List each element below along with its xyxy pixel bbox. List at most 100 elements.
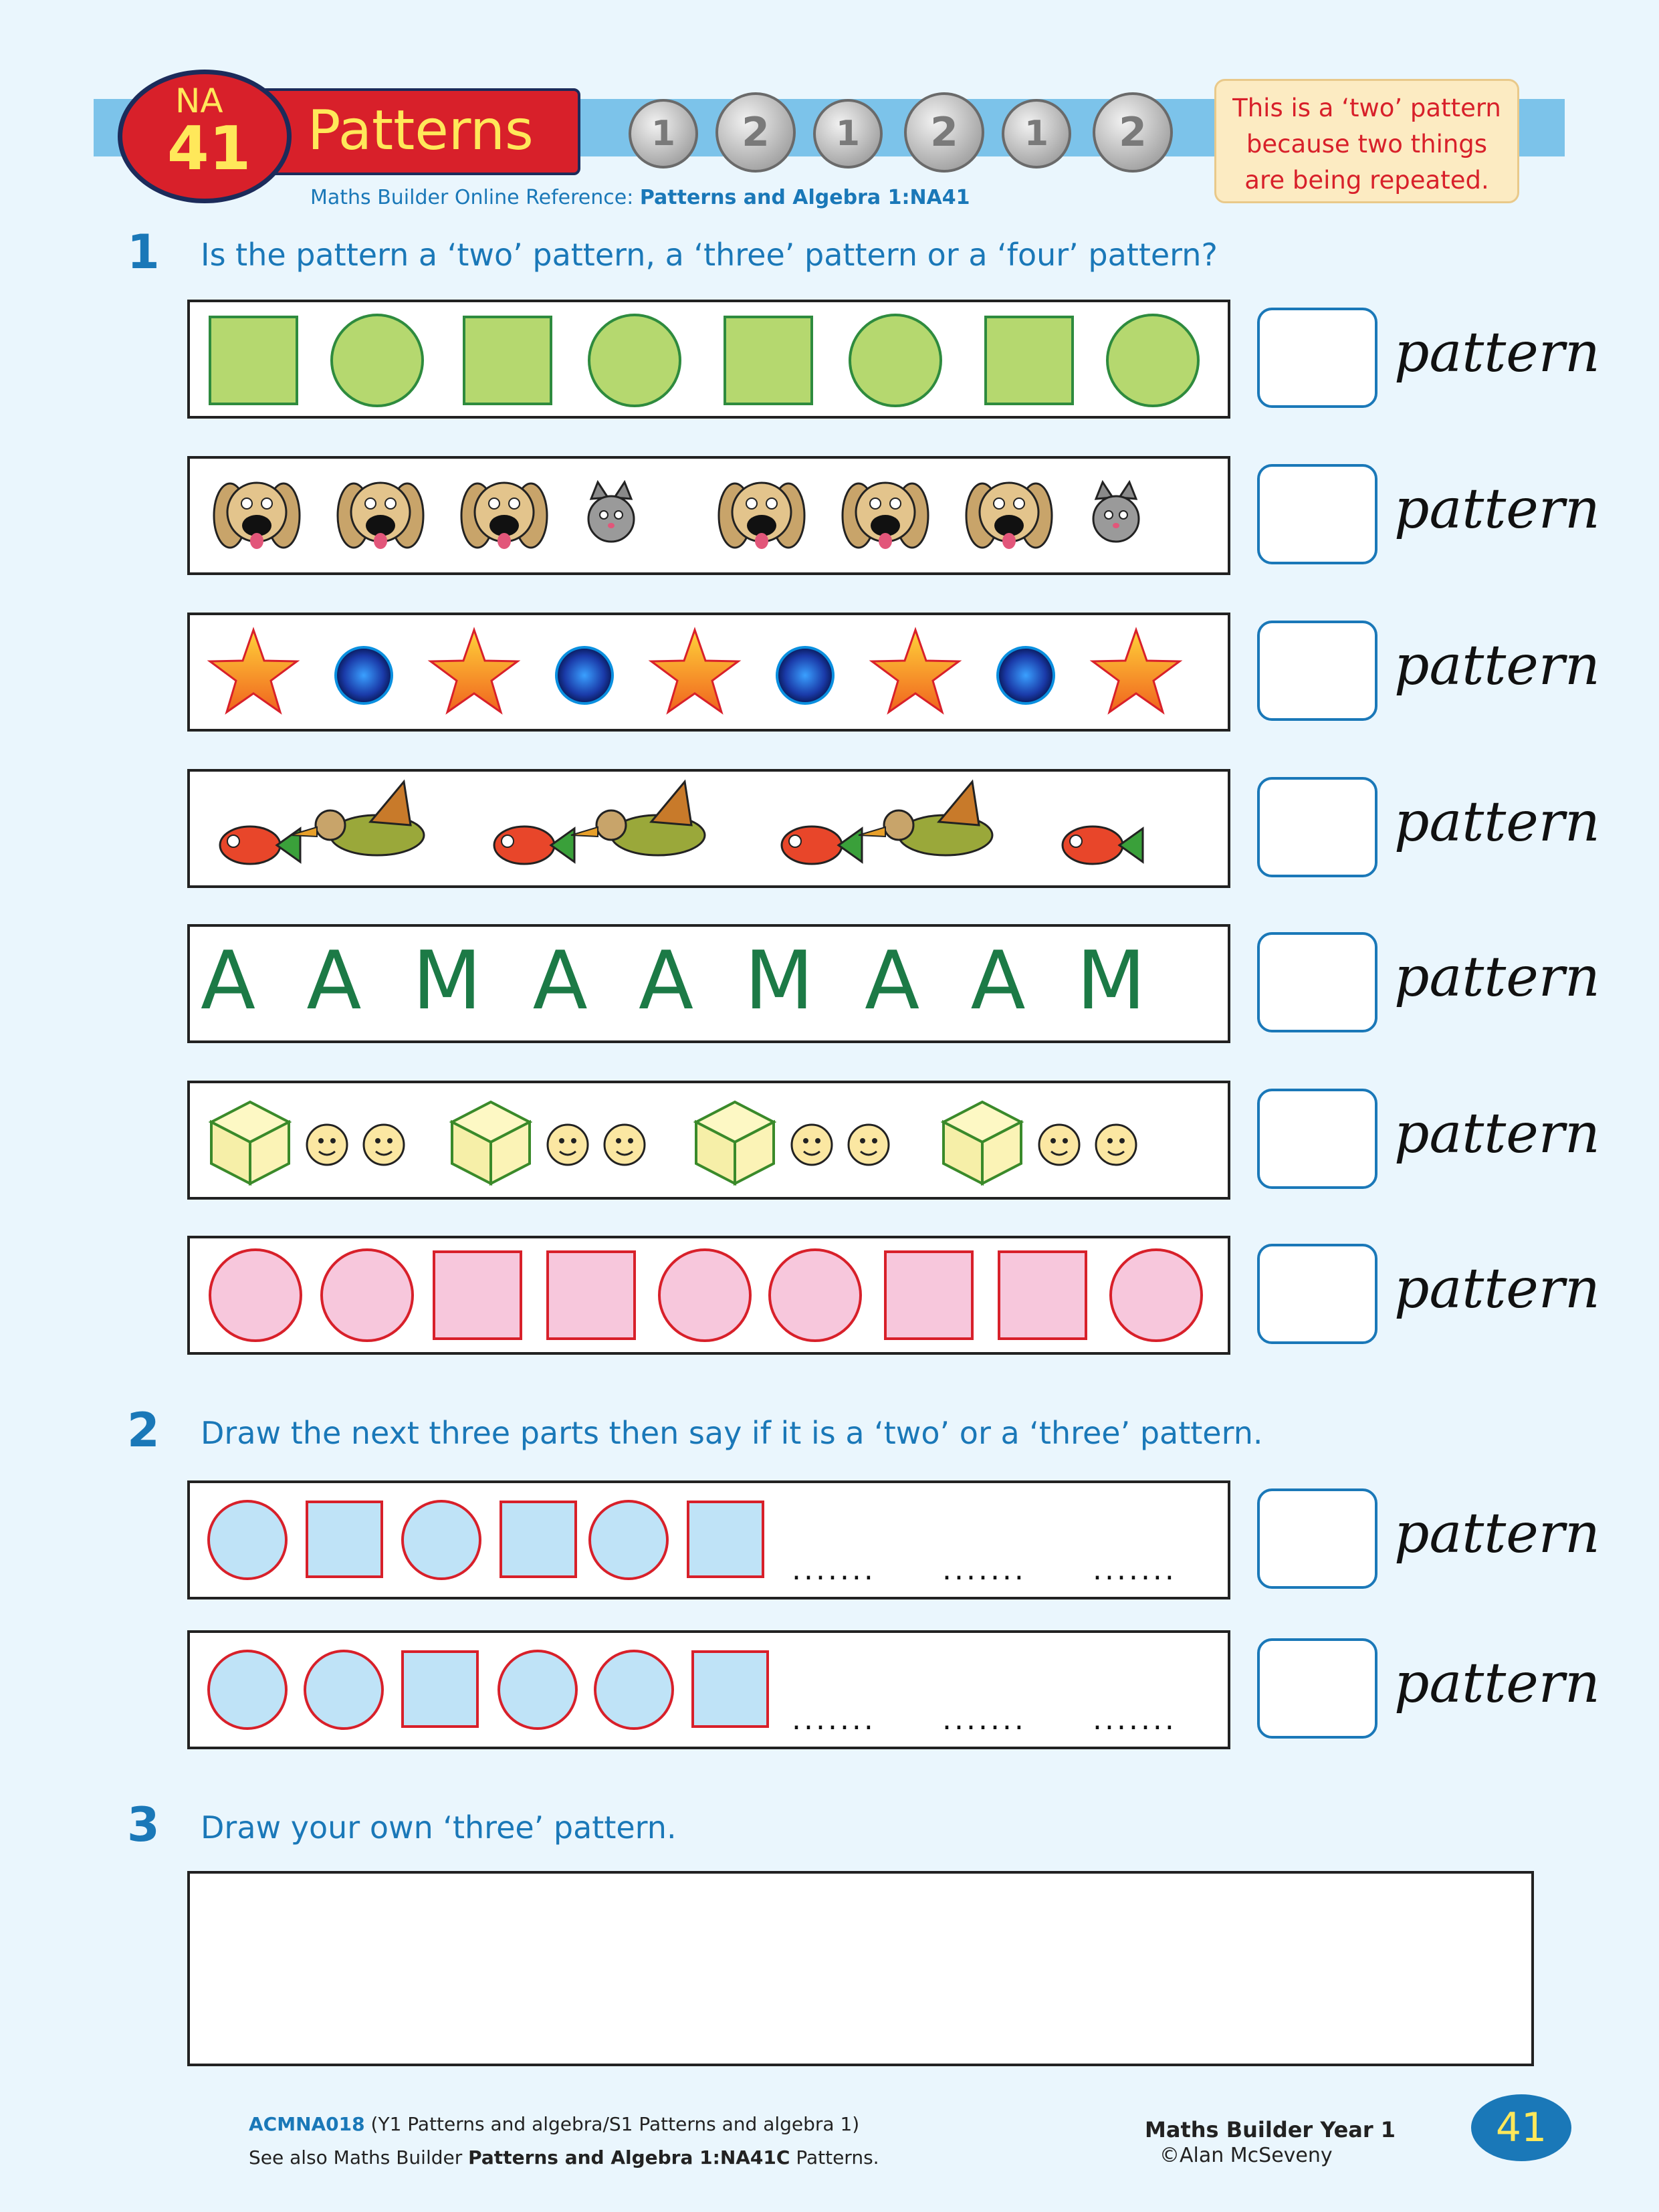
- blue-circle: [594, 1650, 674, 1730]
- own-pattern-area[interactable]: [187, 1871, 1534, 2066]
- dog-icon: [717, 481, 806, 549]
- cat-icon: [1092, 479, 1140, 543]
- bird-icon: [290, 779, 425, 857]
- green-circle: [849, 314, 942, 407]
- pink-square: [998, 1250, 1087, 1340]
- question-text: Draw the next three parts then say if it…: [201, 1415, 1263, 1451]
- lesson-badge: [118, 70, 292, 203]
- pattern-label: pattern: [1394, 1502, 1600, 1565]
- letter-pattern: A A M A A M A A M: [201, 935, 1146, 1028]
- fish-icon: [1061, 825, 1144, 865]
- answer-box-7[interactable]: [1257, 1244, 1377, 1344]
- fish-icon: [219, 825, 302, 865]
- pattern-label: pattern: [1394, 634, 1600, 697]
- cube-icon: [208, 1100, 292, 1186]
- answer-box-2[interactable]: [1257, 464, 1377, 564]
- coin-two-icon: 2: [1093, 92, 1173, 173]
- see-also-ref: Patterns and Algebra 1:NA41C: [468, 2146, 790, 2169]
- answer-box-1[interactable]: [1257, 308, 1377, 408]
- dog-icon: [841, 481, 929, 549]
- blank-dots: .......: [1093, 1702, 1177, 1737]
- coin-one-icon: 1: [1002, 99, 1071, 169]
- pattern-row-2: [187, 456, 1230, 575]
- cube-icon: [693, 1100, 777, 1186]
- copyright: ©Alan McSeveny: [1159, 2144, 1333, 2167]
- blue-ball-icon: [334, 646, 393, 705]
- blue-square: [691, 1650, 769, 1728]
- pattern-row-3: [187, 613, 1230, 732]
- green-square: [984, 316, 1074, 405]
- pattern-label: pattern: [1394, 1257, 1600, 1321]
- curriculum-code: ACMNA018 (Y1 Patterns and algebra/S1 Pat…: [249, 2113, 859, 2135]
- green-square: [209, 316, 298, 405]
- see-also-suffix: Patterns.: [790, 2146, 879, 2169]
- pink-square: [884, 1250, 974, 1340]
- online-reference: Maths Builder Online Reference: Patterns…: [310, 186, 970, 209]
- question-text: Is the pattern a ‘two’ pattern, a ‘three…: [201, 237, 1218, 273]
- answer-box-8[interactable]: [1257, 1488, 1377, 1589]
- blue-circle: [304, 1650, 384, 1730]
- face-icon: [847, 1123, 890, 1166]
- question-text: Draw your own ‘three’ pattern.: [201, 1809, 677, 1846]
- blank-dots: .......: [942, 1702, 1026, 1737]
- pattern-label: pattern: [1394, 1652, 1600, 1715]
- blue-circle: [207, 1500, 288, 1580]
- see-also-prefix: See also Maths Builder: [249, 2146, 469, 2169]
- pink-circle: [768, 1248, 862, 1342]
- coin-two-icon: 2: [904, 92, 984, 173]
- curriculum-id: ACMNA018: [249, 2113, 365, 2135]
- pink-circle: [209, 1248, 302, 1342]
- answer-box-3[interactable]: [1257, 621, 1377, 721]
- blue-circle: [207, 1650, 288, 1730]
- answer-box-9[interactable]: [1257, 1638, 1377, 1739]
- pattern-label: pattern: [1394, 1102, 1600, 1166]
- blank-dots: .......: [1093, 1553, 1177, 1587]
- reference-link: Patterns and Algebra 1:NA41: [639, 186, 970, 209]
- draw-row-2[interactable]: ....... ....... .......: [187, 1630, 1230, 1749]
- answer-box-5[interactable]: [1257, 932, 1377, 1032]
- explanation-note: This is a ‘two’ pattern because two thin…: [1214, 79, 1519, 203]
- question-number: 1: [127, 225, 160, 280]
- blank-dots: .......: [942, 1553, 1026, 1587]
- dog-icon: [336, 481, 425, 549]
- pattern-label: pattern: [1394, 790, 1600, 854]
- face-icon: [362, 1123, 405, 1166]
- fish-icon: [780, 825, 863, 865]
- green-circle: [588, 314, 681, 407]
- draw-row-1[interactable]: ....... ....... .......: [187, 1480, 1230, 1599]
- pink-circle: [1109, 1248, 1203, 1342]
- blue-ball-icon: [555, 646, 614, 705]
- page-number: 41: [1471, 2094, 1571, 2161]
- question-number: 2: [127, 1403, 160, 1458]
- star-icon: [648, 627, 742, 715]
- answer-box-4[interactable]: [1257, 777, 1377, 877]
- pattern-row-5: [187, 924, 1230, 1043]
- pattern-label: pattern: [1394, 946, 1600, 1009]
- badge-number: 41: [167, 114, 251, 184]
- blank-dots: .......: [792, 1702, 876, 1737]
- book-title: Maths Builder Year 1: [1145, 2117, 1396, 2142]
- coin-one-icon: 1: [813, 99, 883, 169]
- pink-square: [433, 1250, 522, 1340]
- cube-icon: [449, 1100, 533, 1186]
- blue-circle: [401, 1500, 481, 1580]
- answer-box-6[interactable]: [1257, 1089, 1377, 1189]
- bird-icon: [570, 779, 706, 857]
- pink-circle: [320, 1248, 414, 1342]
- green-square: [724, 316, 813, 405]
- green-circle: [1106, 314, 1200, 407]
- star-icon: [869, 627, 962, 715]
- star-icon: [207, 627, 300, 715]
- face-icon: [1038, 1123, 1081, 1166]
- pattern-row-6: [187, 1081, 1230, 1200]
- blue-ball-icon: [776, 646, 835, 705]
- page-title: Patterns: [308, 99, 534, 162]
- blue-square: [687, 1501, 764, 1578]
- star-icon: [1089, 627, 1183, 715]
- pattern-label: pattern: [1394, 321, 1600, 384]
- blue-square: [401, 1650, 479, 1728]
- question-number: 3: [127, 1797, 160, 1852]
- pattern-row-1: [187, 300, 1230, 419]
- blue-ball-icon: [996, 646, 1055, 705]
- star-icon: [427, 627, 521, 715]
